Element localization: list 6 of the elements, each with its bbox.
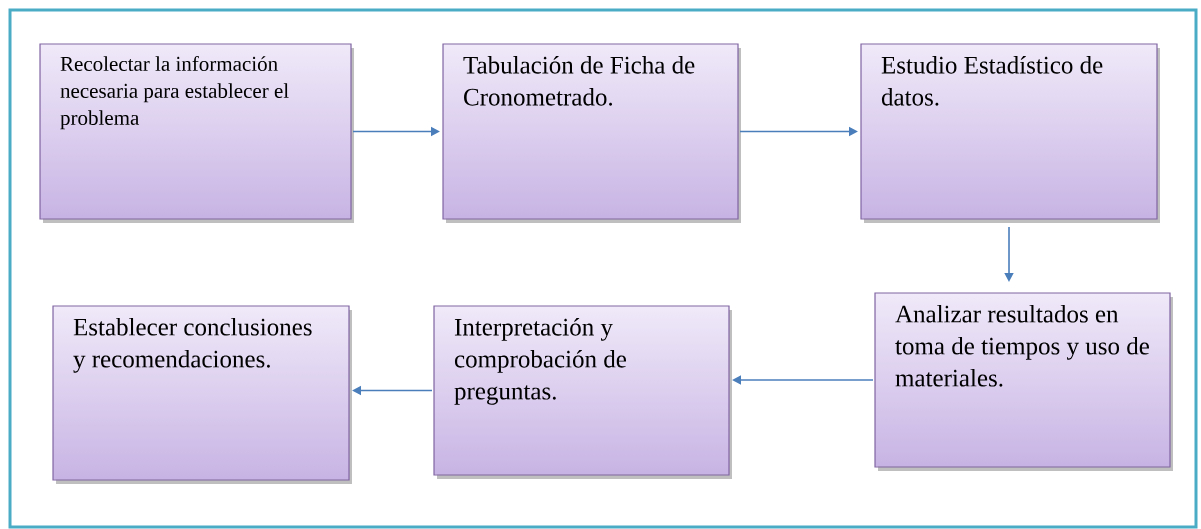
process-box: Analizar resultados en toma de tiempos y uso de materiales. xyxy=(874,292,1171,468)
process-box: Establecer conclusiones y recomendaciones. xyxy=(52,305,350,481)
process-box: Estudio Estadístico de datos. xyxy=(860,43,1158,220)
process-box: Tabulación de Ficha de Cronometrado. xyxy=(442,43,739,220)
process-box: Interpretación y comprobación de preguntas. xyxy=(433,305,730,476)
process-box: Recolectar la información necesaria para establecer el problema xyxy=(39,43,352,220)
